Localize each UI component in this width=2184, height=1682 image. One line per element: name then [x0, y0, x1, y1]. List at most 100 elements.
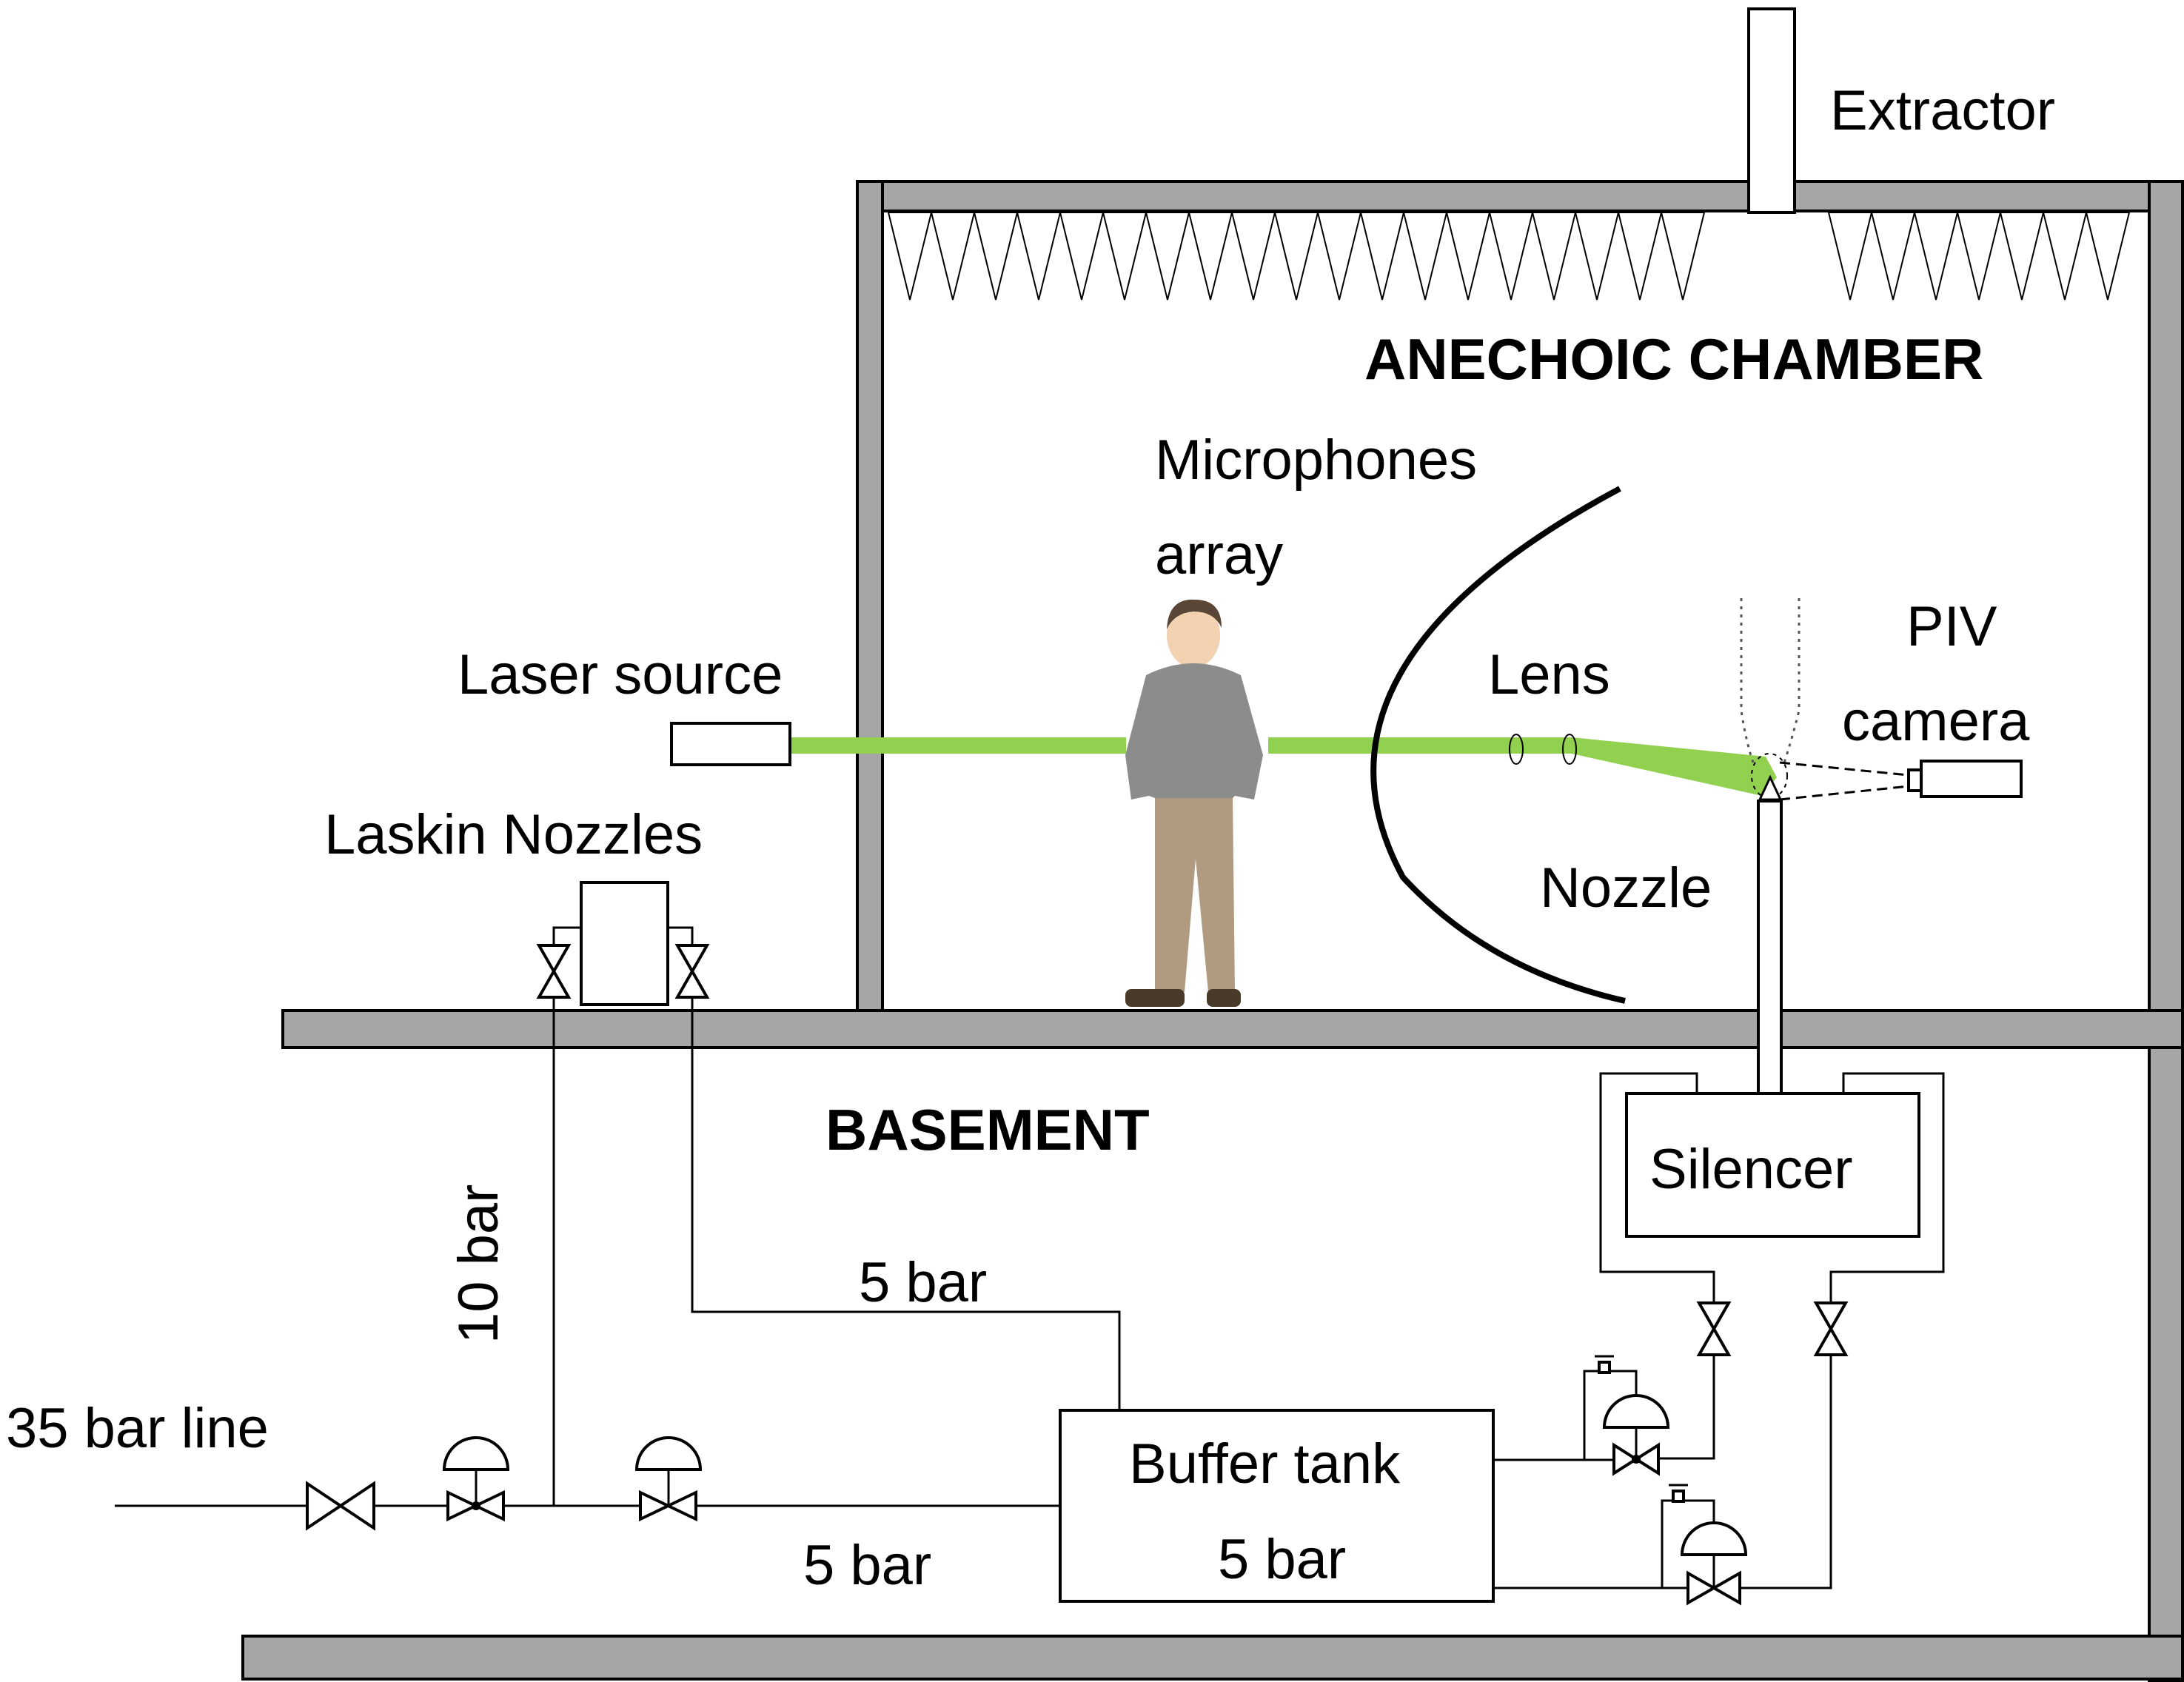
silencer-line-left [1658, 1355, 1715, 1460]
pressure-10bar-label: 10 bar [447, 1185, 510, 1344]
laser-source-box [670, 722, 791, 766]
control-valve-2 [634, 1436, 703, 1522]
basement-label: BASEMENT [825, 1097, 1150, 1162]
control-valve-4 [1661, 1484, 1748, 1606]
nozzle-label: Nozzle [1540, 857, 1712, 919]
pressure-5bar-upper-label: 5 bar [859, 1251, 987, 1314]
acoustic-wedge [1402, 212, 1448, 301]
acoustic-wedge [1230, 212, 1276, 301]
acoustic-wedge [1870, 212, 1916, 301]
acoustic-wedge [1188, 212, 1233, 301]
acoustic-wedge [1445, 212, 1491, 301]
laskin-pipe-right [668, 926, 1121, 1503]
acoustic-wedge [1660, 212, 1706, 301]
silencer-valve-right [1813, 1301, 1849, 1356]
control-valve-1 [442, 1436, 510, 1522]
silencer-assembly: Silencer [1599, 1072, 1945, 1589]
basement-right-wall [2148, 1046, 2184, 1682]
outlet-valves [1493, 1355, 1748, 1606]
acoustic-wedge [930, 212, 976, 301]
acoustic-wedge [1913, 212, 1959, 301]
acoustic-wedges [887, 212, 2131, 301]
chamber-ceiling-wall [856, 180, 2184, 212]
piv-camera-label-line2: camera [1842, 690, 2030, 753]
chamber-right-wall [2148, 180, 2184, 1012]
acoustic-wedge [1316, 212, 1362, 301]
lens-label: Lens [1488, 643, 1610, 706]
acoustic-wedge [1059, 212, 1105, 301]
silencer-box [1625, 1092, 1920, 1238]
silencer-valve-left [1696, 1301, 1732, 1356]
laser-system [670, 722, 1777, 796]
acoustic-wedge [887, 212, 933, 301]
jet-plume-left [1740, 598, 1755, 763]
acoustic-wedge [2042, 212, 2088, 301]
acoustic-wedge [1956, 212, 2002, 301]
laser-source-label: Laser source [458, 643, 783, 706]
person-pants [1155, 798, 1235, 992]
camera-view-line-bottom [1779, 785, 1909, 801]
jet-plume-right [1783, 598, 1801, 763]
building-walls [241, 7, 2184, 1682]
acoustic-wedge [2085, 212, 2131, 301]
acoustic-wedge [1827, 212, 1873, 301]
extractor-label: Extractor [1830, 79, 2055, 142]
laskin-valve-left [536, 944, 572, 999]
person-hair [1167, 599, 1222, 629]
laser-beam-left [791, 737, 1126, 754]
chamber-left-wall [856, 180, 884, 1012]
laskin-pipe-left [552, 926, 581, 1506]
chamber-floor-slab [281, 1009, 2184, 1049]
laskin-nozzles-label: Laskin Nozzles [324, 803, 703, 866]
laser-beam-right [1268, 737, 1572, 754]
lens-2 [1562, 734, 1577, 765]
acoustic-wedge [1359, 212, 1405, 301]
control-valve-3 [1583, 1355, 1670, 1476]
piv-camera-label-line1: PIV [1906, 595, 1997, 658]
acoustic-wedge [1574, 212, 1620, 301]
buffer-tank-label-line1: Buffer tank [1129, 1433, 1401, 1495]
piv-camera [1779, 760, 2023, 801]
person-head [1167, 603, 1220, 668]
acoustic-wedge [1488, 212, 1534, 301]
line-35bar-label: 35 bar line [6, 1397, 269, 1460]
manual-valve [306, 1481, 375, 1531]
buffer-tank-label-line2: 5 bar [1218, 1528, 1346, 1591]
pressure-5bar-lower-label: 5 bar [803, 1534, 931, 1597]
nozzle-pipe [1757, 800, 1783, 1095]
silencer-bypass-left [1599, 1072, 1715, 1303]
laskin-valve-right [674, 944, 710, 999]
acoustic-wedge [1016, 212, 1062, 301]
microphones-array-label-line2: array [1155, 523, 1283, 586]
acoustic-wedge [1145, 212, 1190, 301]
acoustic-wedge [1617, 212, 1663, 301]
jet-measurement-zone [1751, 753, 1788, 799]
acoustic-wedge [1531, 212, 1577, 301]
basement-floor-slab [241, 1635, 2184, 1681]
supply-line [115, 1436, 1082, 1531]
silencer-line-right [1740, 1355, 1832, 1589]
camera-body-box [1920, 760, 2023, 798]
lens-1 [1509, 734, 1524, 765]
person-shirt [1125, 663, 1263, 800]
person [1125, 599, 1263, 1007]
laskin-nozzle-vessel [580, 881, 669, 1006]
acoustic-wedge [1999, 212, 2045, 301]
acoustic-wedge [1102, 212, 1148, 301]
nozzle-assembly [1740, 598, 1801, 1095]
laskin-nozzles-assembly [536, 881, 1121, 1506]
camera-view-line-top [1779, 761, 1909, 777]
camera-lens-box [1907, 768, 1923, 792]
silencer-bypass-right [1829, 1072, 1945, 1303]
person-shoe-right [1207, 989, 1241, 1007]
anechoic-chamber-label: ANECHOIC CHAMBER [1364, 326, 1983, 392]
acoustic-wedge [973, 212, 1019, 301]
person-shoe-left [1125, 989, 1185, 1007]
silencer-label: Silencer [1649, 1138, 1853, 1201]
microphone-array-arc [1370, 486, 1626, 1004]
acoustic-wedge [1273, 212, 1319, 301]
microphones-array-label-line1: Microphones [1155, 429, 1477, 492]
extractor-duct [1747, 7, 1796, 214]
laser-sheet [1572, 737, 1777, 796]
